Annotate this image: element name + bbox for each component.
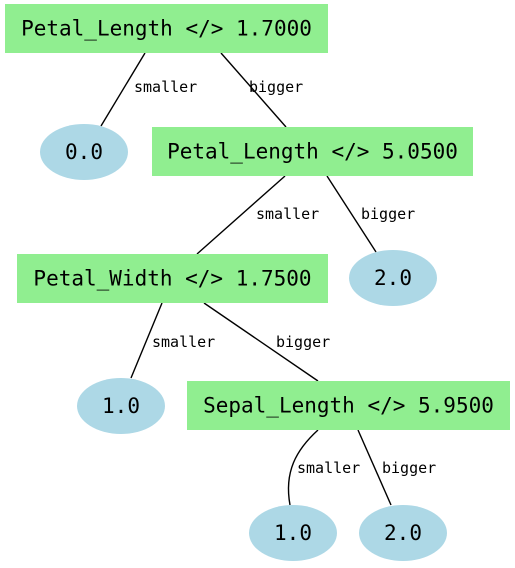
leaf-value: 0.0: [65, 140, 103, 164]
leaf-ellipse: [249, 505, 337, 561]
leaf-value: 1.0: [274, 521, 312, 545]
edge-label-smaller: smaller: [256, 205, 319, 223]
leaf-node-n6: 1.0: [77, 378, 165, 434]
leaf-node-n2: 0.0: [40, 124, 128, 180]
leaf-node-n5: 2.0: [349, 250, 437, 306]
edge-n3-n4: [196, 175, 286, 255]
edge-label-smaller: smaller: [152, 333, 215, 351]
leaf-node-n8: 1.0: [249, 505, 337, 561]
edge-label-bigger: bigger: [382, 459, 436, 477]
leaf-ellipse: [349, 250, 437, 306]
edge-n1-n2: [100, 52, 146, 127]
edge-n3-n5: [326, 175, 377, 253]
leaf-ellipse: [40, 124, 128, 180]
edge-n1-n3: [220, 52, 287, 128]
edge-n4-n7: [203, 302, 319, 382]
decision-box: [5, 4, 328, 53]
decision-label: Sepal_Length </> 5.9500: [203, 394, 494, 418]
decision-box: [17, 254, 328, 303]
leaf-value: 2.0: [374, 266, 412, 290]
edge-label-bigger: bigger: [249, 78, 303, 96]
leaf-node-n9: 2.0: [359, 505, 447, 561]
decision-node-n7: Sepal_Length </> 5.9500: [187, 381, 510, 430]
decision-node-n3: Petal_Length </> 5.0500: [152, 127, 473, 176]
leaf-ellipse: [77, 378, 165, 434]
edge-n7-n8: [287, 429, 319, 506]
edge-n4-n6: [130, 302, 163, 379]
leaf-value: 2.0: [384, 521, 422, 545]
edge-label-bigger: bigger: [276, 333, 330, 351]
decision-label: Petal_Width </> 1.7500: [33, 267, 311, 291]
leaf-value: 1.0: [102, 394, 140, 418]
decision-node-n1: Petal_Length </> 1.7000: [5, 4, 328, 53]
decision-label: Petal_Length </> 1.7000: [21, 17, 312, 41]
edge-label-smaller: smaller: [134, 78, 197, 96]
decision-box: [187, 381, 510, 430]
edge-label-bigger: bigger: [361, 205, 415, 223]
decision-label: Petal_Length </> 5.0500: [167, 140, 458, 164]
edge-n7-n9: [357, 429, 392, 506]
edge-label-smaller: smaller: [297, 459, 360, 477]
decision-box: [152, 127, 473, 176]
leaf-ellipse: [359, 505, 447, 561]
decision-node-n4: Petal_Width </> 1.7500: [17, 254, 328, 303]
